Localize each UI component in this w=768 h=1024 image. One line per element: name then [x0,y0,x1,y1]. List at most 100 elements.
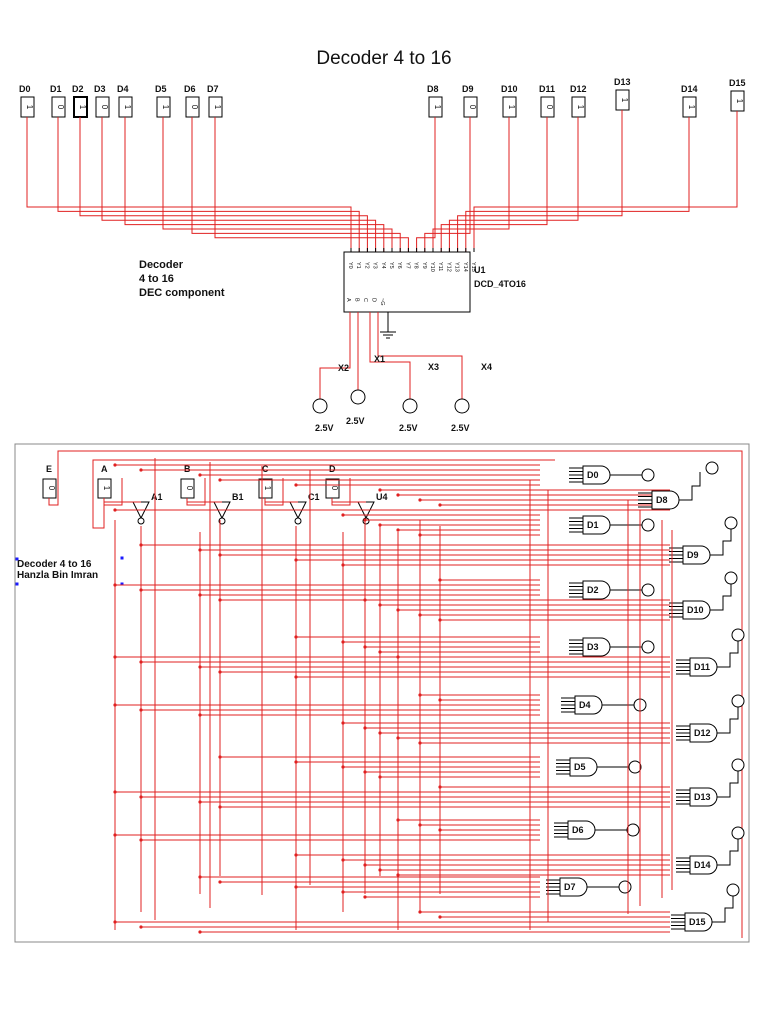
switch-value: 1 [213,105,222,110]
voltage-probe-x3[interactable]: X32.5V [399,362,439,433]
wire [331,478,351,506]
voltage-probe-x4[interactable]: X42.5V [451,362,492,433]
switch-value: 0 [56,105,65,110]
junction-dot [341,640,345,644]
switch-e[interactable]: E0 [42,464,57,499]
selection-handle[interactable] [15,582,19,586]
probe-voltage: 2.5V [315,423,334,433]
pin-label: ~G [379,298,385,306]
gate-label: D14 [694,860,711,870]
pin-label: Y13 [454,262,460,272]
pin-label: Y6 [396,262,402,269]
wire [331,498,366,503]
switch-value: 0 [47,486,56,491]
and-gate-d5: D5 [556,757,598,777]
decoder-description: DEC component [139,287,225,299]
input-switch-d2[interactable]: D21 [72,84,88,118]
gate-label: D6 [572,825,584,835]
inverter-label: C1 [308,492,320,502]
junction-dot [198,930,202,934]
voltage-probe-x1[interactable]: X12.5V [346,354,385,426]
input-switch-d7[interactable]: D71 [207,84,223,118]
gate-label: D13 [694,792,711,802]
output-probe [641,468,655,482]
gate-label: D9 [687,550,699,560]
wire [79,117,368,252]
switch-c[interactable]: C1 [258,464,273,499]
switch-d[interactable]: D0 [325,464,340,499]
junction-dot [218,553,222,557]
junction-dot [363,645,367,649]
input-switch-d6[interactable]: D60 [184,84,200,118]
junction-dot [341,890,345,894]
switch-value: 1 [263,486,272,491]
gate-label: D11 [694,662,710,672]
and-gate-d9: D9 [669,545,711,565]
probe-label: X4 [481,362,492,372]
junction-dot [438,618,442,622]
junction-dot [378,650,382,654]
gate-body [689,657,718,677]
junction-dot [294,760,298,764]
input-switch-d0[interactable]: D01 [19,84,35,118]
pin-label: Y0 [347,262,353,269]
gate-label: D3 [587,642,599,652]
wire [26,117,352,252]
decoder-part: DCD_4TO16 [474,279,526,289]
switch-b[interactable]: B0 [180,464,195,499]
junction-dot [113,920,117,924]
junction-dot [139,838,143,842]
switch-a[interactable]: A1 [97,464,112,499]
switch-value: 1 [161,105,170,110]
input-switch-d5[interactable]: D5 1 [155,84,171,118]
output-probe [628,760,642,774]
junction-dot [139,543,143,547]
junction-dot [198,665,202,669]
input-switch-d3[interactable]: D30 [94,84,110,118]
selection-handle[interactable] [120,556,124,560]
input-switch-d4[interactable]: D41 [117,84,133,118]
selection-handle[interactable] [15,557,19,561]
circuit-caption: Decoder 4 to 16 [17,559,92,570]
junction-dot [113,508,117,512]
gate-output [710,582,732,611]
wire [103,478,123,506]
pin-label: C [362,298,368,302]
wire [191,117,401,252]
wire [416,117,436,252]
pin-label: Y11 [437,262,443,271]
inverter-bubble [294,517,302,525]
input-switch-d8[interactable]: D81 [427,84,443,118]
probe-voltage: 2.5V [399,423,418,433]
gate-output [717,705,739,734]
pin-label: Y5 [388,262,394,269]
and-gate-d2: D2 [569,580,611,600]
gate-body [682,600,711,620]
gate-label: D1 [587,520,599,530]
input-switch-d9[interactable]: D90 [462,84,478,118]
wire [162,117,393,252]
inverter-label: A1 [151,492,163,502]
gate-body [569,757,598,777]
selection-handle[interactable] [120,582,124,586]
switch-label: D10 [501,84,518,94]
switch-label: D13 [614,77,631,87]
junction-dot [396,493,400,497]
voltage-probe-x2[interactable]: X22.5V [312,363,349,433]
input-switch-d1[interactable]: D10 [50,84,66,118]
pin-label: Y14 [462,262,468,272]
switch-value: 0 [330,486,339,491]
switch-label: D4 [117,84,129,94]
pin-label: Y12 [445,262,451,272]
switch-label: D5 [155,84,167,94]
decoder-description: Decoder [139,259,184,271]
inverter-u4: U4 [357,492,388,525]
junction-dot [139,468,143,472]
